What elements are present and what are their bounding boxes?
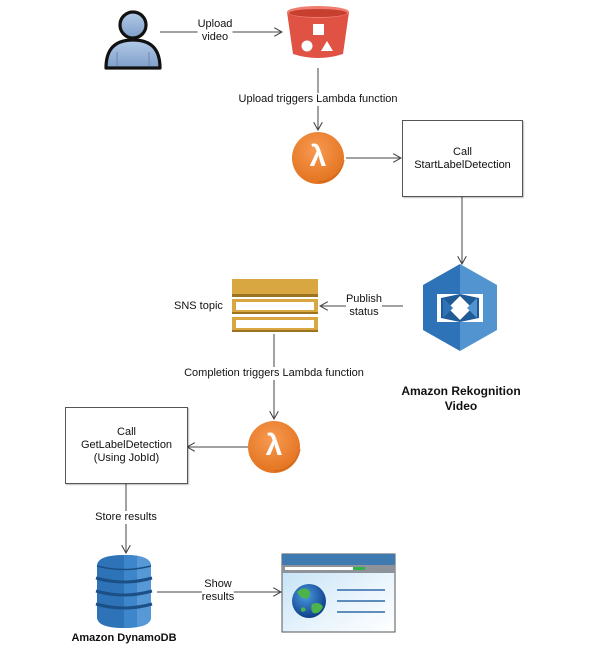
edge-label-store-results: Store results xyxy=(95,511,157,524)
dynamodb-icon xyxy=(95,555,153,628)
edge-label-upload-triggers: Upload triggers Lambda function xyxy=(238,93,398,106)
lambda-completion-symbol: λ xyxy=(265,429,283,462)
start-label-detection-box: Call StartLabelDetection xyxy=(402,120,523,197)
edge-label-show-results-line-1: Show xyxy=(204,578,232,590)
get-box-line-3: (Using JobId) xyxy=(93,452,160,464)
edge-label-publish-status-line-1: Publish xyxy=(345,293,383,305)
edge-label-upload-video: Upload video xyxy=(197,18,233,44)
start-box-line-2: StartLabelDetection xyxy=(414,158,511,171)
edge-label-completion-triggers: Completion triggers Lambda function xyxy=(184,367,364,380)
get-label-detection-box: Call GetLabelDetection (Using JobId) xyxy=(65,407,188,484)
start-box-line-1: Call xyxy=(453,145,472,158)
edge-label-show-results: Show results xyxy=(201,578,235,604)
rekognition-label-line-2: Video xyxy=(444,399,478,413)
rekognition-label-line-1: Amazon Rekognition xyxy=(401,384,521,398)
dynamodb-label: Amazon DynamoDB xyxy=(71,632,177,644)
edge-label-publish-status: Publish status xyxy=(345,293,383,319)
sns-topic-icon xyxy=(232,279,318,332)
rekognition-label: Amazon Rekognition Video xyxy=(401,384,520,414)
lambda-upload-symbol: λ xyxy=(309,140,327,173)
s3-bucket-icon xyxy=(287,6,349,58)
browser-window-icon xyxy=(281,553,396,633)
edge-label-upload-video-line-1: Upload xyxy=(197,18,233,30)
edge-label-show-results-line-2: results xyxy=(201,591,235,603)
rekognition-video-icon xyxy=(423,264,497,351)
lambda-completion-icon xyxy=(248,421,301,473)
edge-label-upload-video-line-2: video xyxy=(201,31,229,43)
lambda-upload-icon xyxy=(292,132,345,184)
edge-label-publish-status-line-2: status xyxy=(349,306,379,318)
get-box-line-2: GetLabelDetection xyxy=(80,439,173,451)
sns-topic-label: SNS topic xyxy=(174,300,223,312)
get-box-line-1: Call xyxy=(117,426,136,438)
user-icon xyxy=(104,10,162,70)
